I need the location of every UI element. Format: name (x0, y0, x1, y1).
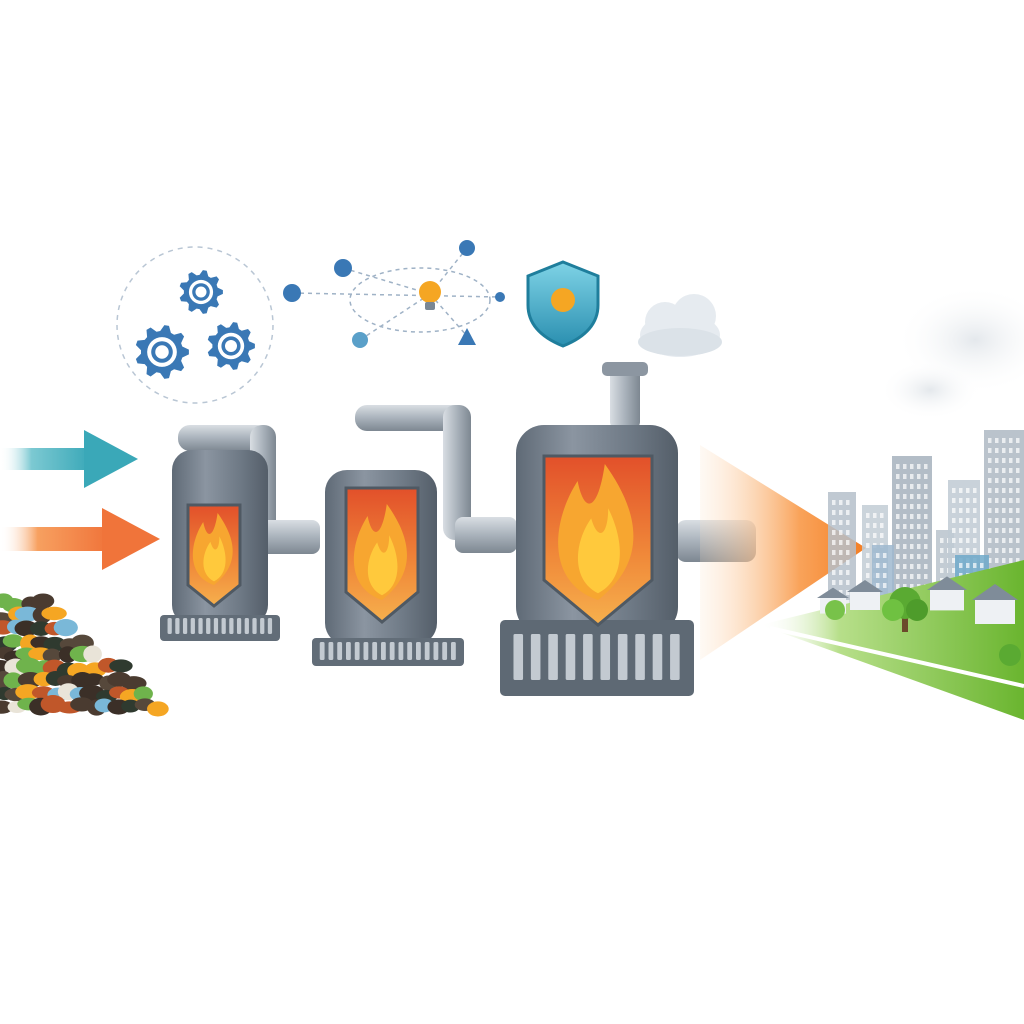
reactor-medium-icon (312, 470, 464, 666)
shield-icon (526, 260, 600, 348)
warning-icon (458, 328, 476, 345)
city-skyline-icon (760, 285, 1024, 720)
reactor-large-icon (500, 425, 694, 696)
reactor-small-icon (160, 450, 280, 641)
gear-cluster (116, 246, 274, 404)
waste-pile-icon (0, 593, 169, 717)
lightbulb-icon (419, 281, 441, 310)
cloud-icon (638, 294, 722, 357)
gear-icon (207, 322, 255, 370)
teal-arrow-icon (0, 430, 138, 488)
tree-icon (825, 600, 1021, 666)
network-icon (291, 247, 501, 341)
gear-icon (135, 325, 189, 379)
flame-icon (558, 464, 634, 600)
flame-icon (192, 513, 233, 585)
flame-icon (353, 504, 407, 600)
orange-arrow-icon (0, 508, 160, 570)
gear-icon (179, 270, 223, 314)
tree-icon (882, 587, 928, 632)
energy-beam-icon (700, 445, 866, 660)
network-nodes (283, 240, 505, 348)
